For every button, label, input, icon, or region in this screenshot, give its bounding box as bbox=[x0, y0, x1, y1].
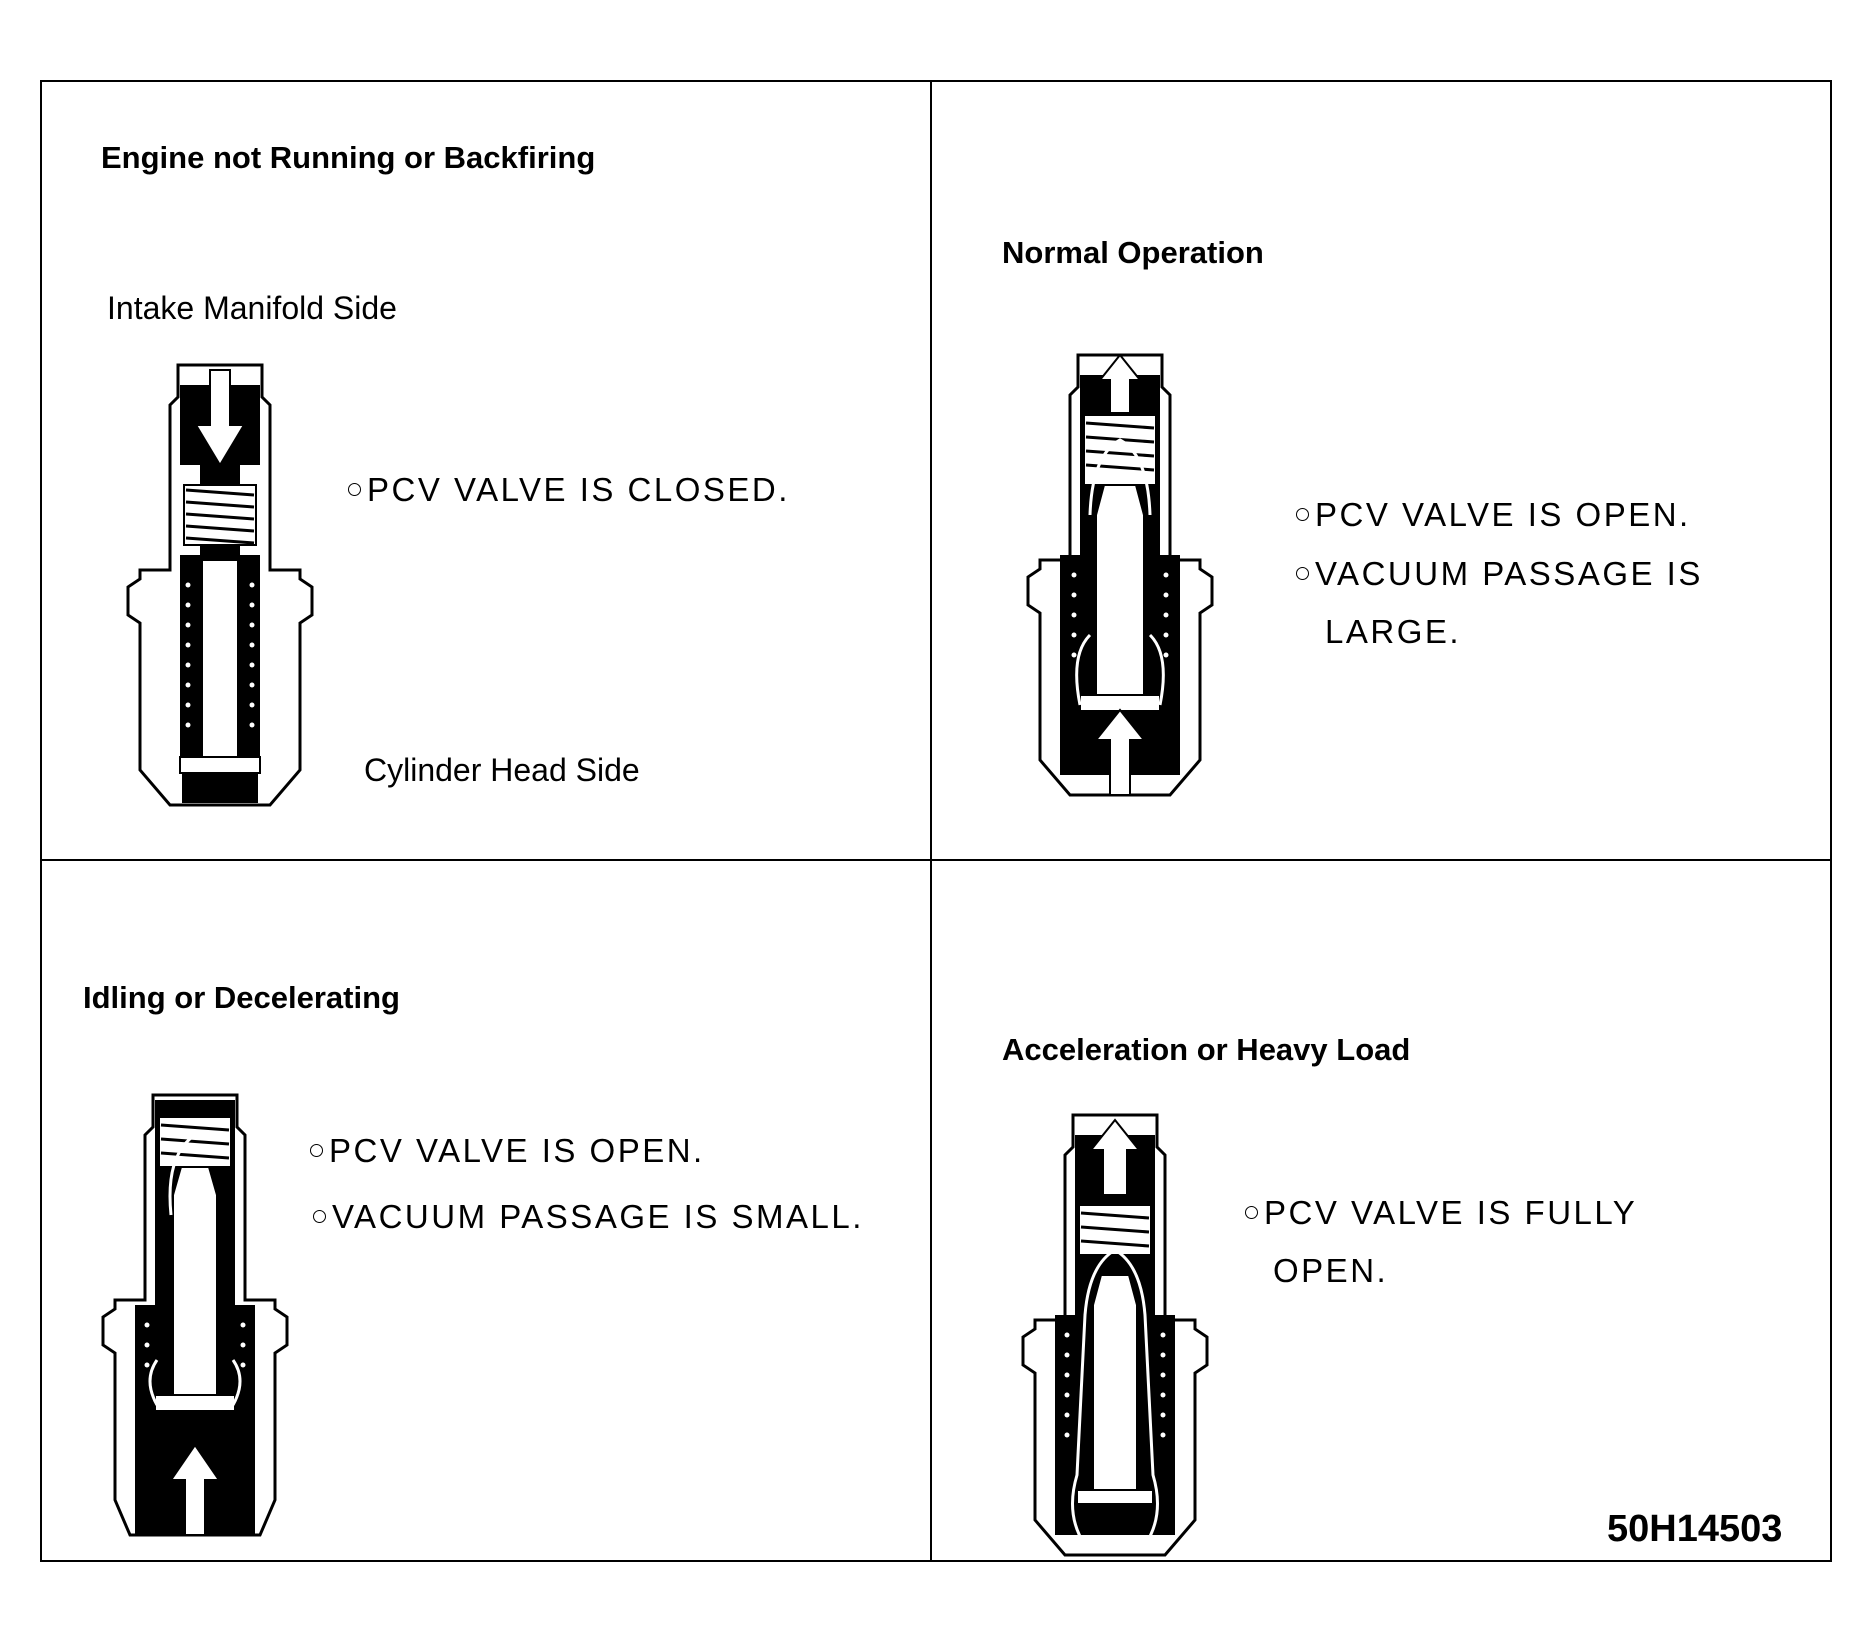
bullet-icon bbox=[313, 1210, 326, 1223]
panel-2-note-1: PCV VALVE IS OPEN. bbox=[1296, 498, 1691, 531]
pcv-valve-fully-open bbox=[1021, 1113, 1209, 1557]
panel-2-note-3: LARGE. bbox=[1325, 613, 1462, 650]
panel-2-title: Normal Operation bbox=[1002, 235, 1264, 270]
frame-top-tick bbox=[40, 80, 78, 82]
figure-code: 50H14503 bbox=[1607, 1508, 1783, 1550]
panel-3-note-1: PCV VALVE IS OPEN. bbox=[310, 1134, 705, 1167]
panel-2-note-2: VACUUM PASSAGE IS bbox=[1296, 557, 1703, 590]
panel-4-note-1: PCV VALVE IS FULLY bbox=[1245, 1196, 1637, 1229]
panel-4-note-2: OPEN. bbox=[1273, 1252, 1389, 1289]
panel-1-title: Engine not Running or Backfiring bbox=[101, 140, 596, 175]
pcv-valve-normal bbox=[1026, 353, 1214, 797]
bullet-icon bbox=[1296, 567, 1309, 580]
pcv-valve-closed bbox=[126, 363, 314, 807]
panel-3-title: Idling or Decelerating bbox=[83, 980, 400, 1015]
bullet-icon bbox=[1296, 508, 1309, 521]
bullet-icon bbox=[1245, 1206, 1258, 1219]
bullet-icon bbox=[310, 1144, 323, 1157]
panel-4-title: Acceleration or Heavy Load bbox=[1002, 1032, 1411, 1067]
vertical-divider bbox=[930, 80, 932, 1562]
intake-manifold-side-label: Intake Manifold Side bbox=[107, 290, 397, 326]
panel-3-note-2: VACUUM PASSAGE IS SMALL. bbox=[313, 1200, 864, 1233]
cylinder-head-side-label: Cylinder Head Side bbox=[364, 752, 640, 788]
bullet-icon bbox=[348, 483, 361, 496]
pcv-valve-idling bbox=[101, 1093, 289, 1537]
panel-1-note-1: PCV VALVE IS CLOSED. bbox=[348, 473, 790, 506]
horizontal-divider bbox=[40, 859, 1832, 861]
diagram-frame bbox=[40, 80, 1832, 1562]
